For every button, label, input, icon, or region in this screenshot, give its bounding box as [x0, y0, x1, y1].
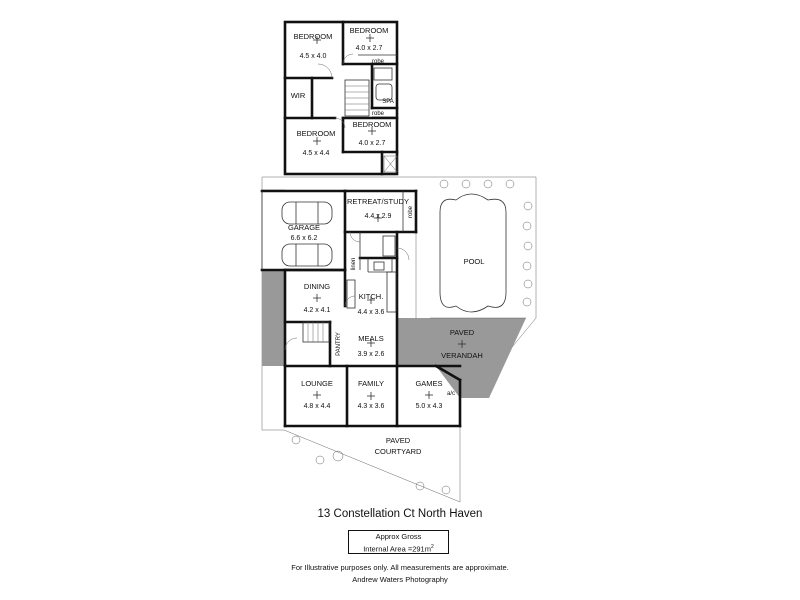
robe-1-label: robe [372, 59, 385, 65]
upper-outer-wall [283, 20, 399, 176]
shrubs [291, 179, 533, 495]
courtyard-label-1: PAVED [386, 436, 411, 445]
robe-2-label: robe [372, 111, 385, 117]
area-unit-sup: 2 [430, 544, 434, 550]
kitchen-fixtures [346, 235, 397, 313]
bedroom-1-dims: 4.5 x 4.0 [300, 53, 327, 60]
lounge-label: LOUNGE [301, 379, 333, 388]
area-line-2: Internal Area =291m2 [349, 542, 448, 555]
house-walls [283, 189, 462, 428]
area-value: Internal Area =291m [363, 544, 431, 554]
spa-label: SPA [382, 99, 394, 105]
car-1 [281, 201, 333, 225]
area-line-1: Approx Gross [375, 532, 422, 541]
garage-label: GARAGE [288, 223, 320, 232]
bedroom-3-label: BEDROOM [297, 129, 336, 138]
vanity [373, 67, 393, 81]
pool-label: POOL [464, 257, 485, 266]
family-label: FAMILY [358, 379, 384, 388]
verandah-label-1: PAVED [450, 328, 475, 337]
ground-stairs [302, 321, 330, 343]
linen-label: linen [351, 258, 357, 271]
shower [383, 155, 398, 173]
pool-shape [439, 193, 507, 313]
area-box: Approx Gross Internal Area =291m2 [348, 530, 449, 554]
upper-floor: BEDROOM 4.5 x 4.0 BEDROOM 4.0 x 2.7 robe… [283, 20, 399, 176]
verandah-paving [397, 318, 526, 398]
games-label: GAMES [415, 379, 442, 388]
bedroom-4-label: BEDROOM [353, 120, 392, 129]
games-dims: 5.0 x 4.3 [416, 403, 443, 410]
property-address: 13 Constellation Ct North Haven [317, 508, 483, 520]
meals-dims: 3.9 x 2.6 [358, 351, 385, 358]
side-paving [262, 270, 286, 366]
pantry-label: PANTRY [336, 332, 342, 356]
bedroom-1-label: BEDROOM [294, 32, 333, 41]
dining-dims: 4.2 x 4.1 [304, 307, 331, 314]
garage-dims: 6.6 x 6.2 [291, 235, 318, 242]
bedroom-2-label: BEDROOM [350, 26, 389, 35]
dining-label: DINING [304, 282, 330, 291]
retreat-label: RETREAT/STUDY [347, 197, 409, 206]
ground-floor: GARAGE 6.6 x 6.2 [260, 176, 537, 503]
photography-credit: Andrew Waters Photography [352, 575, 448, 584]
car-2 [281, 243, 333, 267]
kitchen-dims: 4.4 x 3.6 [358, 309, 385, 316]
bedroom-4-dims: 4.0 x 2.7 [359, 140, 386, 147]
ac-label: a/c [447, 391, 455, 397]
bedroom-2-dims: 4.0 x 2.7 [356, 45, 383, 52]
verandah-label-2: VERANDAH [441, 351, 483, 360]
retreat-dims: 4.4 x 2.9 [365, 213, 392, 220]
kitchen-label: KITCH. [359, 292, 384, 301]
spa-bath [375, 83, 393, 101]
disclaimer: For Illustrative purposes only. All meas… [291, 563, 509, 572]
lounge-dims: 4.8 x 4.4 [304, 403, 331, 410]
robe-ground-label: robe [408, 205, 414, 218]
bedroom-3-dims: 4.5 x 4.4 [303, 150, 330, 157]
family-dims: 4.3 x 3.6 [358, 403, 385, 410]
courtyard-label-2: COURTYARD [375, 447, 422, 456]
upper-stairs [344, 79, 370, 117]
wir-label: WIR [291, 91, 306, 100]
garage: GARAGE 6.6 x 6.2 [260, 189, 347, 272]
meals-label: MEALS [358, 334, 383, 343]
